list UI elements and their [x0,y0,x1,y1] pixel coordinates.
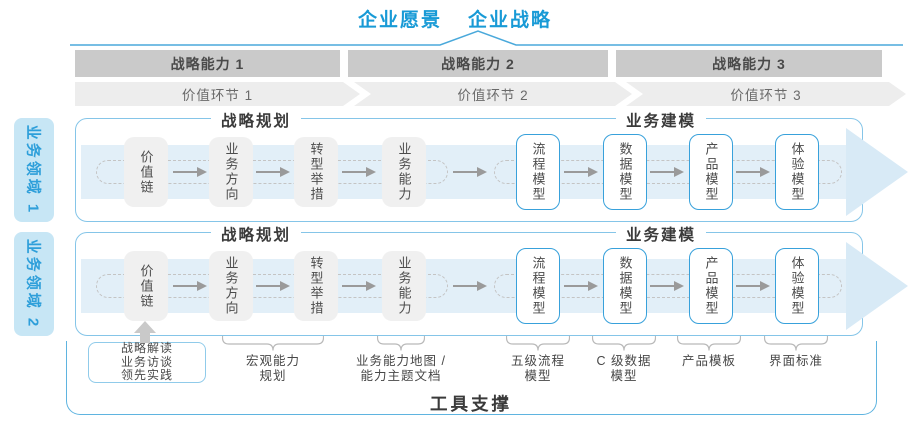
stage-data-model: 数据模型 [603,248,647,324]
annotation-product-template: 产品模板 [681,354,737,368]
value-link-chevron-2: 价值环节 2 [354,82,632,106]
flow-arrow-icon [564,167,598,177]
up-arrow-icon [140,333,150,343]
stage-process-model: 流程模型 [516,248,560,324]
domain-row-1: 战略规划 业务建模 价值链 业务方向 转型举措 业务能力 流程模型 数据模型 产… [75,109,908,222]
flow-arrow-icon [256,281,290,291]
modeling-header: 业务建模 [615,223,707,245]
modeling-header: 业务建模 [615,109,707,131]
flow-arrow-icon [736,167,770,177]
stage-value-chain: 价值链 [124,251,168,321]
brace-icon [677,336,741,351]
dashed-track-planning [96,160,448,184]
planning-header: 战略规划 [210,223,302,245]
brace-icon [222,336,324,351]
big-arrow-icon [846,242,908,330]
annotation-macro-capability: 宏观能力 规划 [245,354,301,383]
annotation-capability-map: 业务能力地图 / 能力主题文档 [356,354,446,383]
stage-process-model: 流程模型 [516,134,560,210]
brace-icon [764,336,828,351]
brace-icon [377,336,425,351]
up-arrow-icon [134,321,156,333]
flow-arrow-icon [342,167,376,177]
stage-data-model: 数据模型 [603,134,647,210]
brace-icon [506,336,570,351]
stage-transformation: 转型举措 [294,251,338,321]
stage-business-direction: 业务方向 [209,137,253,207]
brace-icon [592,336,656,351]
flow-arrow-icon [736,281,770,291]
flow-arrow-icon [453,281,487,291]
stage-product-model: 产品模型 [689,248,733,324]
planning-header: 战略规划 [210,109,302,131]
big-arrow-icon [846,128,908,216]
flow-arrow-icon [173,281,207,291]
stage-experience-model: 体验模型 [775,248,819,324]
annotation-interface-standard: 界面标准 [768,354,824,368]
value-link-chevron-3: 价值环节 3 [626,82,906,106]
tool-support-container [66,341,877,415]
page-title: 企业愿景 企业战略 [0,5,910,32]
vision-title: 企业愿景 [357,10,442,31]
stage-transformation: 转型举措 [294,137,338,207]
stage-business-capability: 业务能力 [382,137,426,207]
domain-label-1: 业务领域 1 [14,118,54,222]
strategy-title: 企业战略 [468,10,553,31]
value-link-chevron-1: 价值环节 1 [75,82,360,106]
flow-arrow-icon [650,281,684,291]
dashed-track-planning [96,274,448,298]
stage-business-capability: 业务能力 [382,251,426,321]
stage-product-model: 产品模型 [689,134,733,210]
flow-arrow-icon [256,167,290,177]
flow-arrow-icon [453,167,487,177]
flow-arrow-icon [564,281,598,291]
flow-arrow-icon [342,281,376,291]
flow-arrow-icon [650,167,684,177]
domain-label-2: 业务领域 2 [14,232,54,336]
stage-experience-model: 体验模型 [775,134,819,210]
capability-bar-3: 战略能力 3 [616,50,882,77]
practice-box: 战略解读 业务访谈 领先实践 [88,342,206,383]
capability-bar-1: 战略能力 1 [75,50,340,77]
flow-arrow-icon [173,167,207,177]
annotation-data-model: C 级数据 模型 [596,354,652,383]
dashed-track-modeling [494,274,842,298]
dashed-track-modeling [494,160,842,184]
tool-support-label: 工具支撑 [430,394,512,414]
domain-row-2: 战略规划 业务建模 价值链 业务方向 转型举措 业务能力 流程模型 数据模型 产… [75,223,908,336]
caret-line [70,30,903,46]
annotation-process-model: 五级流程 模型 [510,354,566,383]
capability-bar-2: 战略能力 2 [348,50,608,77]
stage-value-chain: 价值链 [124,137,168,207]
stage-business-direction: 业务方向 [209,251,253,321]
